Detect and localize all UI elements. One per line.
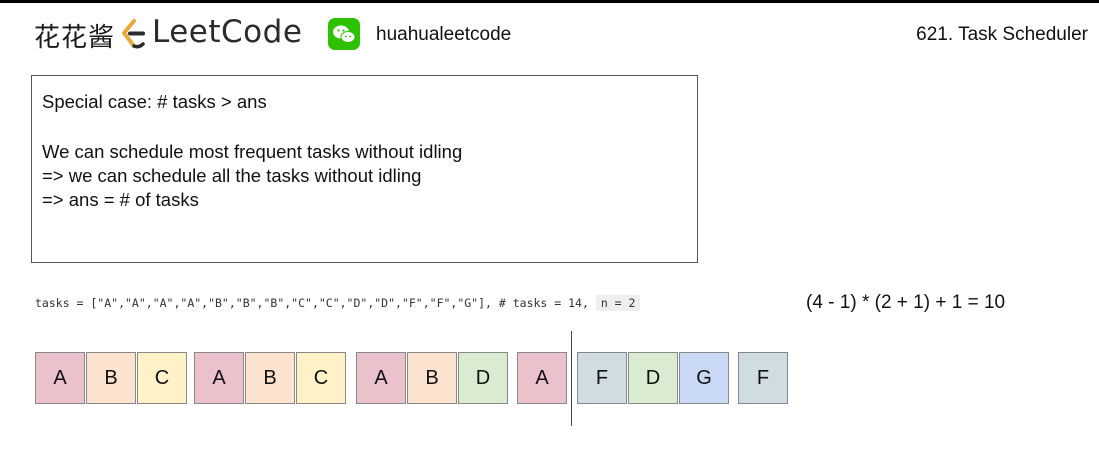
- task-cell: D: [458, 352, 508, 404]
- formula-text: (4 - 1) * (2 + 1) + 1 = 10: [806, 292, 1006, 313]
- task-cell: B: [245, 352, 295, 404]
- leetcode-logo-icon: [122, 19, 145, 49]
- schedule-divider: [571, 331, 572, 426]
- task-cell: F: [577, 352, 627, 404]
- problem-title: 621. Task Scheduler: [916, 24, 1088, 45]
- note-line-special-case: Special case: # tasks > ans: [42, 91, 267, 112]
- task-cell: D: [628, 352, 678, 404]
- task-cell: C: [296, 352, 346, 404]
- brand-chinese-name: 花花酱: [34, 23, 116, 53]
- task-cell: G: [679, 352, 729, 404]
- leetcode-wordmark: LeetCode: [152, 14, 303, 50]
- note-line-answer: => ans = # of tasks: [42, 189, 199, 210]
- task-cell: B: [86, 352, 136, 404]
- task-cell: C: [137, 352, 187, 404]
- note-line-schedule-frequent: We can schedule most frequent tasks with…: [42, 141, 463, 162]
- note-line-schedule-all: => we can schedule all the tasks without…: [42, 165, 422, 186]
- n-value-badge: n = 2: [595, 295, 641, 311]
- task-cell: F: [738, 352, 788, 404]
- task-cell: A: [517, 352, 567, 404]
- wechat-handle: huahualeetcode: [376, 24, 512, 45]
- tasks-code-line: tasks = ["A","A","A","A","B","B","B","C"…: [35, 295, 641, 311]
- tasks-array-text: tasks = ["A","A","A","A","B","B","B","C"…: [35, 296, 589, 310]
- task-cell: A: [35, 352, 85, 404]
- top-border: [0, 0, 1099, 3]
- task-cell: A: [356, 352, 406, 404]
- note-box: Special case: # tasks > ans We can sched…: [31, 75, 698, 263]
- task-cell: B: [407, 352, 457, 404]
- wechat-icon: [328, 18, 360, 50]
- task-cell: A: [194, 352, 244, 404]
